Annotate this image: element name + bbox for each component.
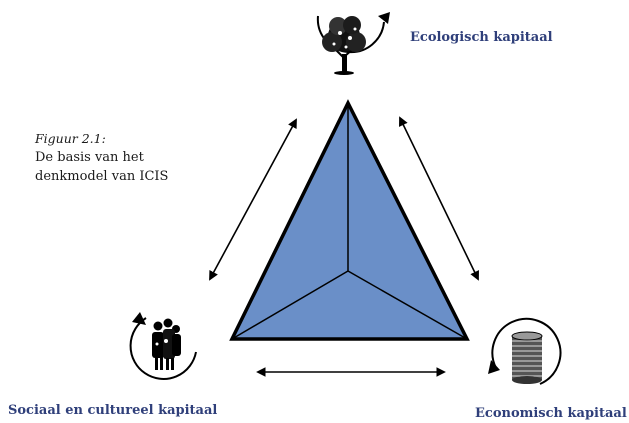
coin-stack-icon [488, 317, 562, 385]
figure-number: Figuur 2.1: [35, 131, 106, 146]
arrow-ecological-economic [399, 116, 479, 281]
figure-caption: Figuur 2.1: De basis van het denkmodel v… [35, 129, 205, 186]
figure-caption-text: De basis van het denkmodel van ICIS [35, 150, 169, 184]
central-triangle [229, 99, 470, 341]
economic-capital-label: Economisch kapitaal [475, 406, 627, 421]
arrow-ecological-social [209, 118, 297, 281]
people-icon [129, 312, 197, 380]
ecological-capital-label: Ecologisch kapitaal [410, 30, 553, 45]
social-capital-label: Sociaal en cultureel kapitaal [8, 403, 218, 418]
tree-icon [316, 12, 390, 75]
